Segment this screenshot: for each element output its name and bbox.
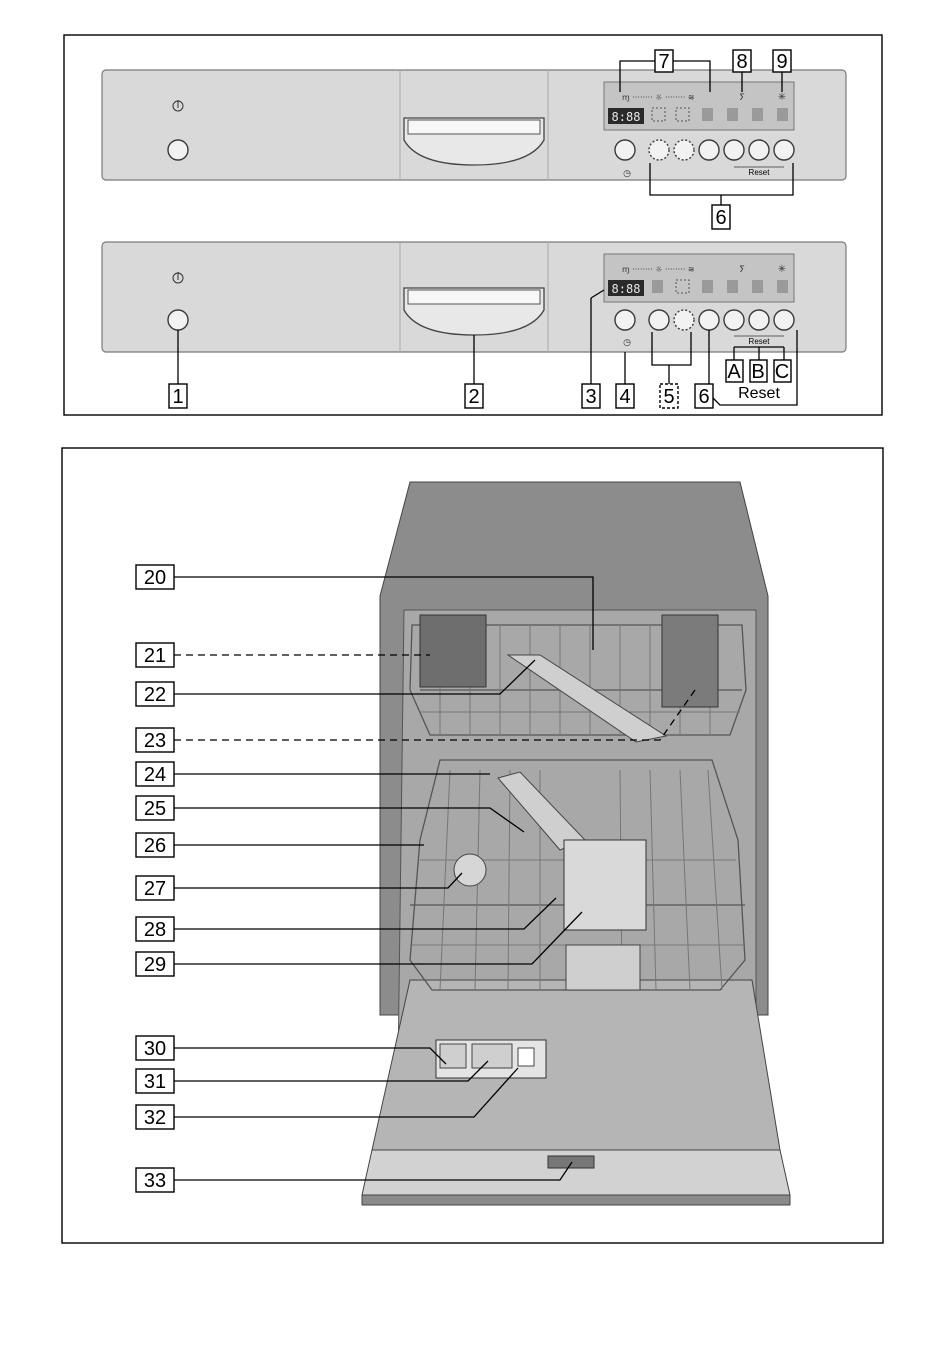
svg-text:9: 9: [776, 51, 787, 73]
svg-text:23: 23: [144, 730, 166, 752]
svg-text:7: 7: [658, 51, 669, 73]
clock-icon: ◷: [623, 169, 631, 179]
door-handle[interactable]: [404, 118, 544, 165]
svg-text:6: 6: [715, 207, 726, 229]
power-switch[interactable]: [168, 140, 188, 160]
callout-4: 4: [616, 352, 634, 408]
callout-C: C: [774, 360, 791, 383]
power-switch[interactable]: [168, 310, 188, 330]
svg-text:24: 24: [144, 764, 166, 786]
reset-label-small: Reset: [749, 337, 771, 346]
program-button-2[interactable]: [724, 310, 744, 330]
svg-text:21: 21: [144, 645, 166, 667]
svg-text:6: 6: [698, 386, 709, 408]
salt-refill-icon: ⵢ: [739, 93, 745, 103]
svg-text:C: C: [775, 361, 789, 383]
cutlery-basket[interactable]: [564, 840, 646, 930]
svg-text:28: 28: [144, 919, 166, 941]
svg-text:8: 8: [736, 51, 747, 73]
svg-text:B: B: [751, 361, 764, 383]
svg-text:20: 20: [144, 567, 166, 589]
svg-text:27: 27: [144, 878, 166, 900]
svg-text:A: A: [727, 361, 741, 383]
filter-cup: [454, 854, 486, 886]
salt-refill-icon: ⵢ: [739, 265, 745, 275]
svg-text:31: 31: [144, 1071, 166, 1093]
time-display-upper: 8:88: [612, 110, 641, 124]
program-select-button-2[interactable]: [674, 310, 694, 330]
clock-icon: ◷: [623, 338, 631, 348]
program-button-1[interactable]: [699, 310, 719, 330]
reset-label-lower: Reset: [738, 385, 780, 402]
dishwasher-interior: [362, 482, 790, 1205]
svg-text:4: 4: [619, 386, 630, 408]
delay-start-button[interactable]: [615, 310, 635, 330]
program-button-4[interactable]: [774, 140, 794, 160]
rinse-aid-icon: ✳: [778, 92, 786, 103]
program-button-1[interactable]: [699, 140, 719, 160]
program-select-button-1[interactable]: [649, 310, 669, 330]
svg-text:30: 30: [144, 1038, 166, 1060]
program-select-button-1[interactable]: [649, 140, 669, 160]
callout-B: B: [750, 360, 767, 383]
rinse-aid-icon: ✳: [778, 264, 786, 275]
program-button-4[interactable]: [774, 310, 794, 330]
svg-text:ɱ ········ ☼ ········ ≋: ɱ ········ ☼ ········ ≋: [622, 265, 695, 274]
svg-text:25: 25: [144, 798, 166, 820]
program-button-3[interactable]: [749, 140, 769, 160]
svg-text:ɱ ········ ☼ ········ ≋: ɱ ········ ☼ ········ ≋: [622, 93, 695, 102]
svg-text:22: 22: [144, 684, 166, 706]
svg-text:33: 33: [144, 1170, 166, 1192]
program-select-button-2[interactable]: [674, 140, 694, 160]
cup-rack-right[interactable]: [662, 615, 718, 707]
svg-text:32: 32: [144, 1107, 166, 1129]
program-button-3[interactable]: [749, 310, 769, 330]
reset-label-upper: Reset: [749, 168, 771, 177]
cutlery-drawer-left[interactable]: [420, 615, 486, 687]
svg-text:29: 29: [144, 954, 166, 976]
door-handle[interactable]: [404, 288, 544, 335]
svg-text:1: 1: [172, 386, 183, 408]
control-panel-upper: ɱ ········ ☼ ········ ≋ ⵢ ✳ 8:88 ◷ Reset: [102, 70, 846, 180]
svg-text:2: 2: [468, 386, 479, 408]
svg-text:3: 3: [585, 386, 596, 408]
program-button-2[interactable]: [724, 140, 744, 160]
svg-text:5: 5: [663, 386, 674, 408]
delay-start-button[interactable]: [615, 140, 635, 160]
time-display-lower: 8:88: [612, 282, 641, 296]
svg-text:26: 26: [144, 835, 166, 857]
callout-A: A: [726, 360, 743, 383]
